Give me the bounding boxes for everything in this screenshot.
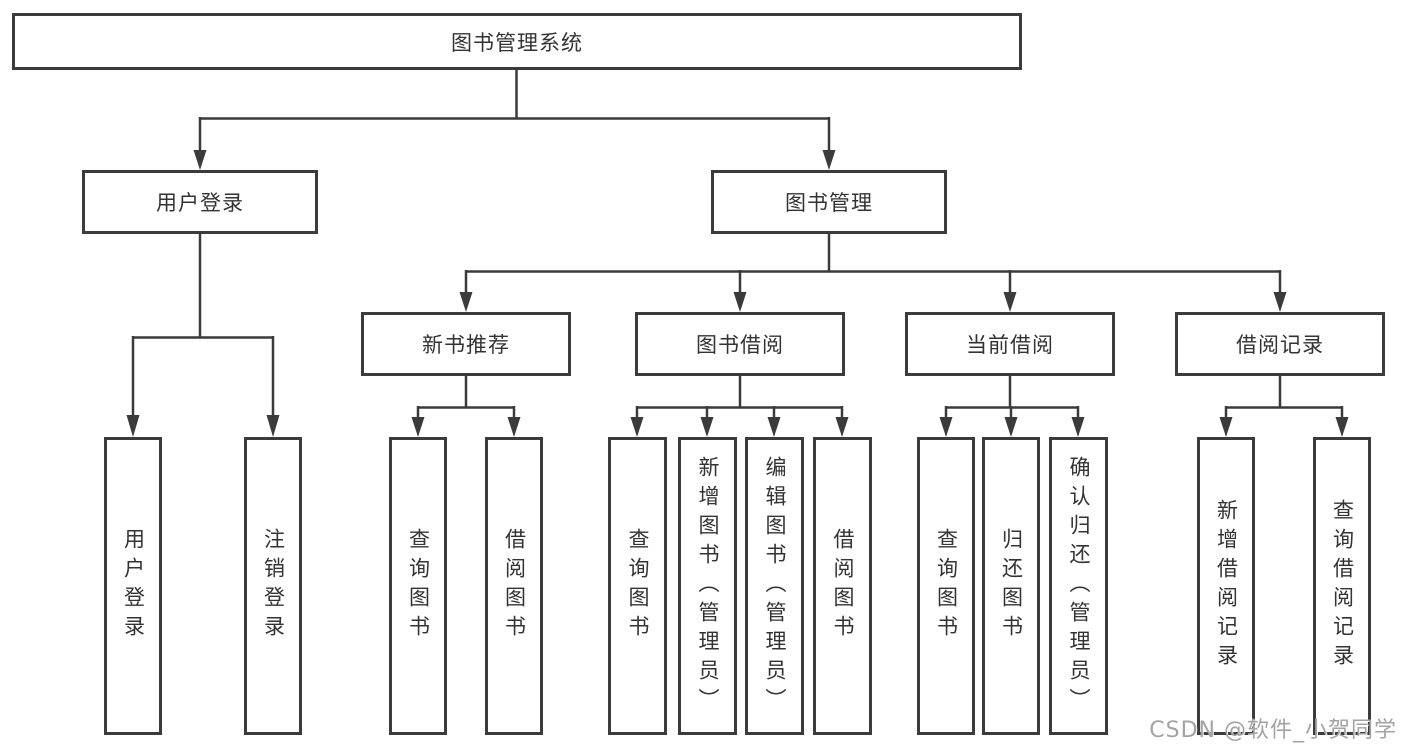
node-current-borrowing-label: 当前借阅 xyxy=(966,333,1054,357)
leaf-query-books-current-label: 查询图书 xyxy=(934,528,959,644)
root-node-book-management-system: 图书管理系统 xyxy=(12,13,1022,70)
leaf-add-borrow-record-label: 新增借阅记录 xyxy=(1214,499,1239,673)
leaf-add-books-admin: 新增图书（管理员） xyxy=(678,437,737,735)
leaf-borrow-books-recommend-label: 借阅图书 xyxy=(502,528,527,644)
leaf-query-books-borrowing: 查询图书 xyxy=(608,437,667,735)
leaf-user-login-label: 用户登录 xyxy=(121,528,146,644)
root-node-label: 图书管理系统 xyxy=(451,30,583,55)
leaf-confirm-return-admin: 确认归还（管理员） xyxy=(1049,437,1108,735)
node-user-login-label: 用户登录 xyxy=(156,191,244,215)
leaf-edit-books-admin: 编辑图书（管理员） xyxy=(745,437,804,735)
leaf-edit-books-admin-label: 编辑图书（管理员） xyxy=(763,455,787,717)
node-borrowing-records: 借阅记录 xyxy=(1175,312,1385,376)
leaf-borrow-books: 借阅图书 xyxy=(813,437,872,735)
leaf-query-borrow-record: 查询借阅记录 xyxy=(1313,437,1371,735)
leaf-query-books-borrowing-label: 查询图书 xyxy=(626,528,650,644)
node-book-borrowing-label: 图书借阅 xyxy=(696,333,784,357)
node-book-management-label: 图书管理 xyxy=(785,191,873,215)
leaf-query-books-current: 查询图书 xyxy=(917,437,975,735)
node-new-book-recommend: 新书推荐 xyxy=(361,312,571,376)
node-user-login: 用户登录 xyxy=(82,170,318,234)
leaf-logout-login-label: 注销登录 xyxy=(261,528,286,644)
node-borrowing-records-label: 借阅记录 xyxy=(1236,333,1324,357)
node-current-borrowing: 当前借阅 xyxy=(905,312,1115,376)
leaf-add-books-admin-label: 新增图书（管理员） xyxy=(696,455,720,717)
node-book-borrowing: 图书借阅 xyxy=(635,312,845,376)
leaf-borrow-books-label: 借阅图书 xyxy=(831,528,855,644)
leaf-logout-login: 注销登录 xyxy=(244,437,302,735)
leaf-return-books: 归还图书 xyxy=(982,437,1040,735)
leaf-confirm-return-admin-label: 确认归还（管理员） xyxy=(1067,455,1091,717)
csdn-watermark: CSDN @软件_小贺同学 xyxy=(1149,718,1397,743)
leaf-borrow-books-recommend: 借阅图书 xyxy=(485,437,543,735)
node-book-management: 图书管理 xyxy=(711,170,947,234)
leaf-user-login: 用户登录 xyxy=(104,437,162,735)
leaf-query-books-recommend-label: 查询图书 xyxy=(406,528,431,644)
leaf-add-borrow-record: 新增借阅记录 xyxy=(1197,437,1255,735)
leaf-return-books-label: 归还图书 xyxy=(999,528,1024,644)
node-new-book-recommend-label: 新书推荐 xyxy=(422,333,510,357)
leaf-query-borrow-record-label: 查询借阅记录 xyxy=(1330,499,1355,673)
leaf-query-books-recommend: 查询图书 xyxy=(389,437,447,735)
